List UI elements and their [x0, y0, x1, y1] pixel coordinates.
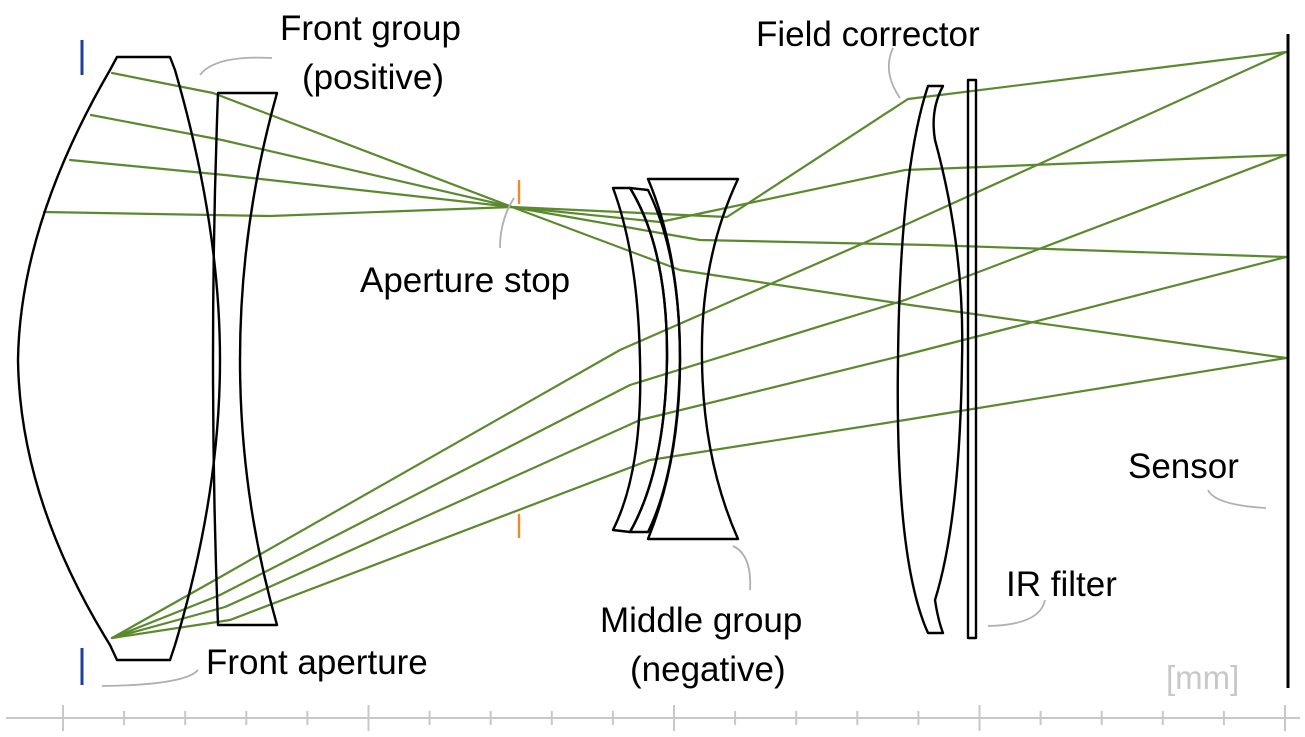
leader-lines [101, 47, 1267, 687]
lens-elements [16, 55, 978, 662]
ray-bundle [42, 50, 1288, 640]
label-front-aperture: Front aperture [206, 643, 428, 682]
label-ir-filter: IR filter [1006, 565, 1117, 604]
leader-aperture-stop [499, 197, 515, 249]
label-field-corrector: Field corrector [756, 15, 980, 54]
label-middle-group-line1: Middle group [600, 601, 802, 640]
ray-path [89, 113, 1288, 224]
front-lens-element [16, 55, 222, 662]
ray-path [42, 205, 1288, 360]
leader-sensor [1207, 489, 1267, 509]
field-corrector-element [896, 84, 964, 635]
leader-ir-filter [987, 599, 1046, 627]
scale-ruler [6, 705, 1300, 731]
label-front-group-line1: Front group [280, 9, 461, 48]
middle-meniscus-element [611, 186, 669, 534]
label-middle-group-line2: (negative) [630, 650, 786, 689]
ray-path [110, 50, 1288, 219]
label-front-group-line2: (positive) [302, 58, 444, 97]
leader-middle-group [732, 545, 752, 591]
front-lens-element-2 [211, 91, 279, 627]
label-sensor: Sensor [1128, 447, 1239, 486]
middle-negative-element [646, 177, 740, 541]
label-aperture-stop: Aperture stop [360, 261, 570, 300]
leader-front-group [199, 56, 273, 76]
leader-field-corrector [887, 47, 901, 99]
label-unit: [mm] [1166, 659, 1239, 696]
middle-meniscus-element-2 [628, 186, 682, 534]
ray-path [110, 50, 1288, 640]
leader-front-aperture [101, 669, 199, 687]
ir-filter-element [966, 78, 978, 640]
ray-path [110, 356, 1288, 640]
